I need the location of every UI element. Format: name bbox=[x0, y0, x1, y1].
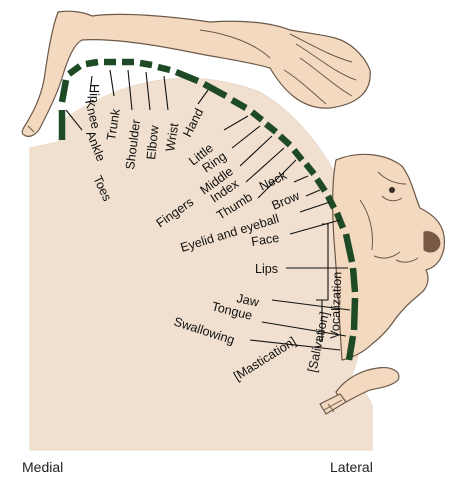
strip-segment bbox=[85, 58, 99, 68]
strip-segment bbox=[58, 79, 70, 103]
leader-line bbox=[65, 109, 83, 131]
label-trunk: Trunk bbox=[104, 107, 123, 141]
tongue-homunculus bbox=[319, 367, 400, 415]
strip-segment bbox=[350, 297, 359, 331]
strip-segment bbox=[325, 194, 337, 210]
strip-segment bbox=[314, 177, 328, 193]
label-shoulder: Shoulder bbox=[123, 119, 143, 171]
face-homunculus bbox=[332, 153, 445, 361]
strip-segment bbox=[291, 147, 305, 163]
leader-line bbox=[289, 219, 341, 235]
leader-line bbox=[239, 135, 273, 167]
leader-line bbox=[145, 71, 151, 111]
label-knee: Knee bbox=[82, 98, 103, 130]
leader-line bbox=[271, 299, 351, 311]
label-jaw: Jaw bbox=[235, 291, 261, 310]
strip-segment bbox=[349, 267, 359, 293]
bracket-salivation bbox=[316, 299, 323, 341]
leader-line bbox=[293, 175, 309, 183]
leader-line bbox=[261, 321, 347, 337]
strip-segment bbox=[249, 109, 265, 123]
leader-line bbox=[197, 89, 209, 105]
motor-strip bbox=[58, 58, 359, 361]
label-elbow: Elbow bbox=[144, 124, 162, 160]
strip-segment bbox=[202, 81, 228, 99]
label-face: Face bbox=[250, 231, 280, 249]
strip-segment bbox=[277, 133, 293, 148]
label-wrist: Wrist bbox=[163, 122, 181, 153]
label-lateral: Lateral bbox=[330, 459, 373, 475]
leader-line bbox=[163, 75, 169, 111]
strip-segment bbox=[67, 63, 82, 77]
leader-line bbox=[305, 189, 321, 197]
brain-section bbox=[29, 77, 373, 451]
leader-line bbox=[231, 125, 261, 149]
label-hip: Hip bbox=[87, 84, 101, 103]
eye-icon bbox=[389, 187, 395, 193]
hand-homunculus bbox=[21, 10, 371, 137]
label-medial: Medial bbox=[22, 459, 63, 475]
leader-line bbox=[109, 69, 115, 97]
label-vocalization: Vocalization bbox=[328, 271, 344, 339]
leader-line bbox=[299, 201, 331, 213]
strip-segment bbox=[345, 335, 357, 361]
strip-segment bbox=[303, 161, 317, 177]
strip-segment bbox=[342, 233, 356, 263]
leader-line bbox=[249, 339, 341, 351]
strip-segment bbox=[263, 121, 279, 135]
leader-lines bbox=[65, 69, 351, 351]
label-lips: Lips bbox=[255, 262, 278, 276]
leader-line bbox=[257, 159, 297, 199]
bracket-vocalization bbox=[322, 223, 329, 301]
strip-segment bbox=[139, 59, 153, 69]
leader-line bbox=[245, 147, 285, 183]
leader-line bbox=[223, 115, 249, 131]
leader-line bbox=[127, 69, 133, 111]
strip-segment bbox=[157, 63, 171, 74]
strip-segment bbox=[174, 68, 200, 85]
leader-line bbox=[89, 75, 93, 93]
strip-segment bbox=[230, 97, 248, 111]
